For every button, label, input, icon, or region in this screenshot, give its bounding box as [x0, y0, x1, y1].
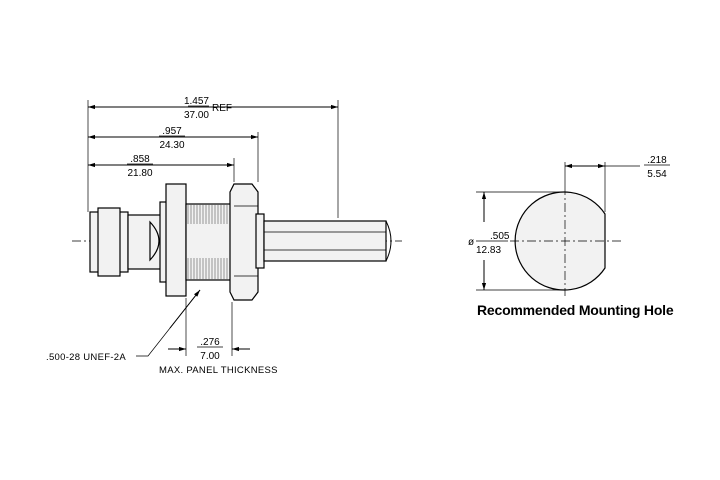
panel-thickness-label: MAX. PANEL THICKNESS	[159, 365, 278, 376]
cable-break	[385, 220, 392, 262]
thread-leader	[136, 289, 201, 357]
connector-side-view	[72, 183, 402, 301]
dim-panel-top: .276	[200, 337, 220, 348]
dim-mid-top: .957	[162, 126, 182, 137]
mounting-hole-caption: Recommended Mounting Hole	[477, 302, 674, 318]
dim-overall-top: 1.457	[184, 96, 209, 107]
flange	[165, 183, 187, 297]
dim-mid-bottom: 24.30	[159, 140, 184, 151]
bnc-bayonet-ring	[97, 207, 121, 277]
dim-dia-bottom: 12.83	[476, 245, 501, 256]
thread-marks	[187, 204, 231, 280]
dim-dia-top: .505	[490, 231, 510, 242]
connector-dimensions: 1.457 37.00 REF .957 24.30 .858 21.80 .2…	[46, 96, 339, 376]
insulator-dome	[149, 220, 160, 262]
dim-dia-symbol: ø	[468, 237, 474, 248]
rear-cable	[263, 220, 387, 262]
dim-overall-suffix: REF	[212, 103, 232, 114]
hex-nut	[229, 183, 259, 301]
dim-short-top: .858	[130, 154, 150, 165]
dim-flat-top: .218	[647, 155, 667, 166]
dim-flat-bottom: 5.54	[647, 169, 667, 180]
rear-collar	[255, 213, 265, 269]
mounting-hole-view: .218 5.54 ø .505 12.83 Recommended Mount…	[468, 155, 674, 318]
dim-panel-bottom: 7.00	[200, 351, 220, 362]
mounting-hole-shape	[514, 191, 606, 291]
dim-short-bottom: 21.80	[127, 168, 152, 179]
thread-note: .500-28 UNEF-2A	[46, 352, 126, 363]
dim-overall-bottom: 37.00	[184, 110, 209, 121]
